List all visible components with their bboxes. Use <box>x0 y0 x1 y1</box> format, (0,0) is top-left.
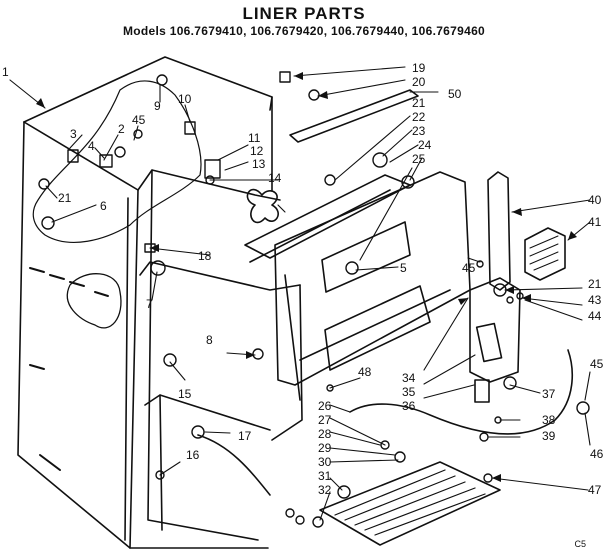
callout-26: 26 <box>318 399 332 413</box>
callout-45: 45 <box>132 113 146 127</box>
callout-1: 1 <box>2 65 9 79</box>
callout-22: 22 <box>412 110 426 124</box>
heater-loop-drawing <box>32 80 202 243</box>
callout-45c: 45 <box>590 357 604 371</box>
callout-12: 12 <box>250 144 264 158</box>
model-numbers: Models 106.7679410, 106.7679420, 106.767… <box>122 24 486 38</box>
filter-drawing <box>524 227 566 281</box>
cabinet-liner-drawing <box>17 56 303 549</box>
callout-36: 36 <box>402 399 416 413</box>
control-bracket-drawing <box>469 277 521 383</box>
callout-7: 7 <box>146 297 153 311</box>
callout-30: 30 <box>318 455 332 469</box>
page-title: LINER PARTS <box>242 4 366 23</box>
callout-40: 40 <box>588 193 602 207</box>
callout-18: 18 <box>198 249 212 263</box>
channel-strip-drawing <box>487 171 511 291</box>
callout-8: 8 <box>206 333 213 347</box>
callout-21b: 21 <box>412 96 426 110</box>
callout-46: 46 <box>590 447 604 461</box>
callout-21c: 21 <box>588 277 602 291</box>
arrow-heads <box>36 72 577 482</box>
callout-48: 48 <box>358 365 372 379</box>
callout-25: 25 <box>412 152 426 166</box>
callout-44: 44 <box>588 309 602 323</box>
callout-11: 11 <box>248 131 261 145</box>
callout-38: 38 <box>542 413 556 427</box>
sensor-tube-drawing <box>349 349 573 435</box>
footer-code: C5 <box>574 539 586 549</box>
callout-45b: 45 <box>462 261 476 275</box>
callout-labels: 1 2 3 4 45 9 10 6 21 11 12 13 14 18 8 15… <box>2 61 604 497</box>
callout-27: 27 <box>318 413 332 427</box>
leader-lines <box>9 66 591 521</box>
side-blob-drawing <box>66 273 122 329</box>
callout-34: 34 <box>402 371 416 385</box>
callout-2: 2 <box>118 122 125 136</box>
callout-29: 29 <box>318 441 332 455</box>
crisper-cover-drawing <box>319 461 501 546</box>
fan-blade-drawing <box>246 188 279 224</box>
callout-28: 28 <box>318 427 332 441</box>
evaporator-cover-drawing <box>244 174 411 259</box>
callout-4: 4 <box>88 139 95 153</box>
callout-41: 41 <box>588 215 602 229</box>
callout-39: 39 <box>542 429 556 443</box>
callout-6: 6 <box>100 199 107 213</box>
callout-32: 32 <box>318 483 332 497</box>
callout-10: 10 <box>178 92 192 106</box>
callout-24: 24 <box>418 138 432 152</box>
callout-21: 21 <box>58 191 72 205</box>
callout-5: 5 <box>400 261 407 275</box>
vent-slots <box>29 267 109 471</box>
drain-tube-drawing <box>197 434 271 496</box>
callout-16: 16 <box>186 448 200 462</box>
callout-47: 47 <box>588 483 602 497</box>
callout-31: 31 <box>318 469 332 483</box>
callout-50: 50 <box>448 87 462 101</box>
callout-37: 37 <box>542 387 556 401</box>
callout-13: 13 <box>252 157 266 171</box>
callout-23: 23 <box>412 124 426 138</box>
top-rail-drawing <box>289 89 419 143</box>
callout-3: 3 <box>70 127 77 141</box>
callout-17: 17 <box>238 429 252 443</box>
callout-15: 15 <box>178 387 192 401</box>
callout-35: 35 <box>402 385 416 399</box>
callout-14: 14 <box>268 171 282 185</box>
callout-20: 20 <box>412 75 426 89</box>
callout-9: 9 <box>154 99 161 113</box>
callout-19: 19 <box>412 61 426 75</box>
callout-43: 43 <box>588 293 602 307</box>
